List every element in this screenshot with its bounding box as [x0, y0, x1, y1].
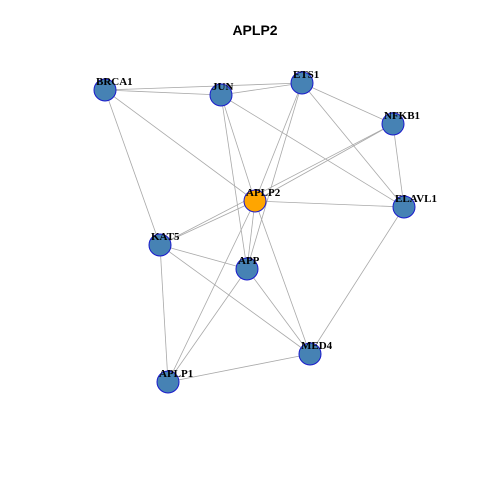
node-label-kat5: KAT5 [151, 231, 180, 243]
node-label-brca1: BRCA1 [96, 76, 133, 88]
node-label-jun: JUN [212, 81, 233, 93]
node-label-aplp2: APLP2 [246, 187, 281, 199]
edge-app-aplp1 [167, 268, 248, 383]
edge-nfkb1-elavl1 [392, 123, 405, 208]
node-aplp2 [243, 189, 267, 213]
node-app [235, 257, 259, 281]
edge-kat5-aplp1 [159, 244, 169, 383]
edge-elavl1-med4 [309, 206, 405, 355]
node-label-nfkb1: NFKB1 [384, 110, 420, 122]
node-jun [209, 83, 233, 107]
edge-med4-aplp1 [167, 353, 311, 383]
edge-aplp2-med4 [254, 200, 311, 355]
edge-ets1-aplp2 [254, 82, 303, 202]
edge-jun-ets1 [220, 82, 303, 96]
edge-aplp2-aplp1 [167, 200, 256, 383]
edge-app-med4 [246, 268, 311, 355]
diagram-title: APLP2 [232, 22, 277, 38]
edge-kat5-med4 [159, 244, 311, 355]
edge-nfkb1-aplp2 [254, 123, 394, 202]
node-label-ets1: ETS1 [293, 69, 319, 81]
node-elavl1 [392, 195, 416, 219]
edge-ets1-app [246, 82, 303, 270]
edge-jun-aplp2 [220, 94, 256, 202]
node-label-aplp1: APLP1 [159, 368, 193, 380]
edge-brca1-aplp2 [104, 89, 256, 202]
node-label-app: APP [238, 255, 260, 267]
node-label-med4: MED4 [301, 340, 333, 352]
edge-kat5-app [159, 244, 248, 270]
node-ets1 [290, 71, 314, 95]
edge-aplp2-kat5 [159, 200, 256, 246]
edge-brca1-ets1 [104, 82, 303, 91]
edge-aplp2-elavl1 [254, 200, 405, 208]
node-brca1 [93, 78, 117, 102]
node-layer [93, 71, 416, 394]
edge-jun-elavl1 [220, 94, 405, 208]
node-aplp1 [156, 370, 180, 394]
node-nfkb1 [381, 112, 405, 136]
edge-brca1-jun [104, 89, 222, 96]
node-label-elavl1: ELAVL1 [395, 193, 437, 205]
edge-brca1-kat5 [104, 89, 161, 246]
node-kat5 [148, 233, 172, 257]
edge-nfkb1-kat5 [159, 123, 394, 246]
edge-jun-app [220, 94, 248, 270]
edge-ets1-nfkb1 [301, 82, 394, 125]
edge-layer [104, 82, 405, 383]
node-med4 [298, 342, 322, 366]
